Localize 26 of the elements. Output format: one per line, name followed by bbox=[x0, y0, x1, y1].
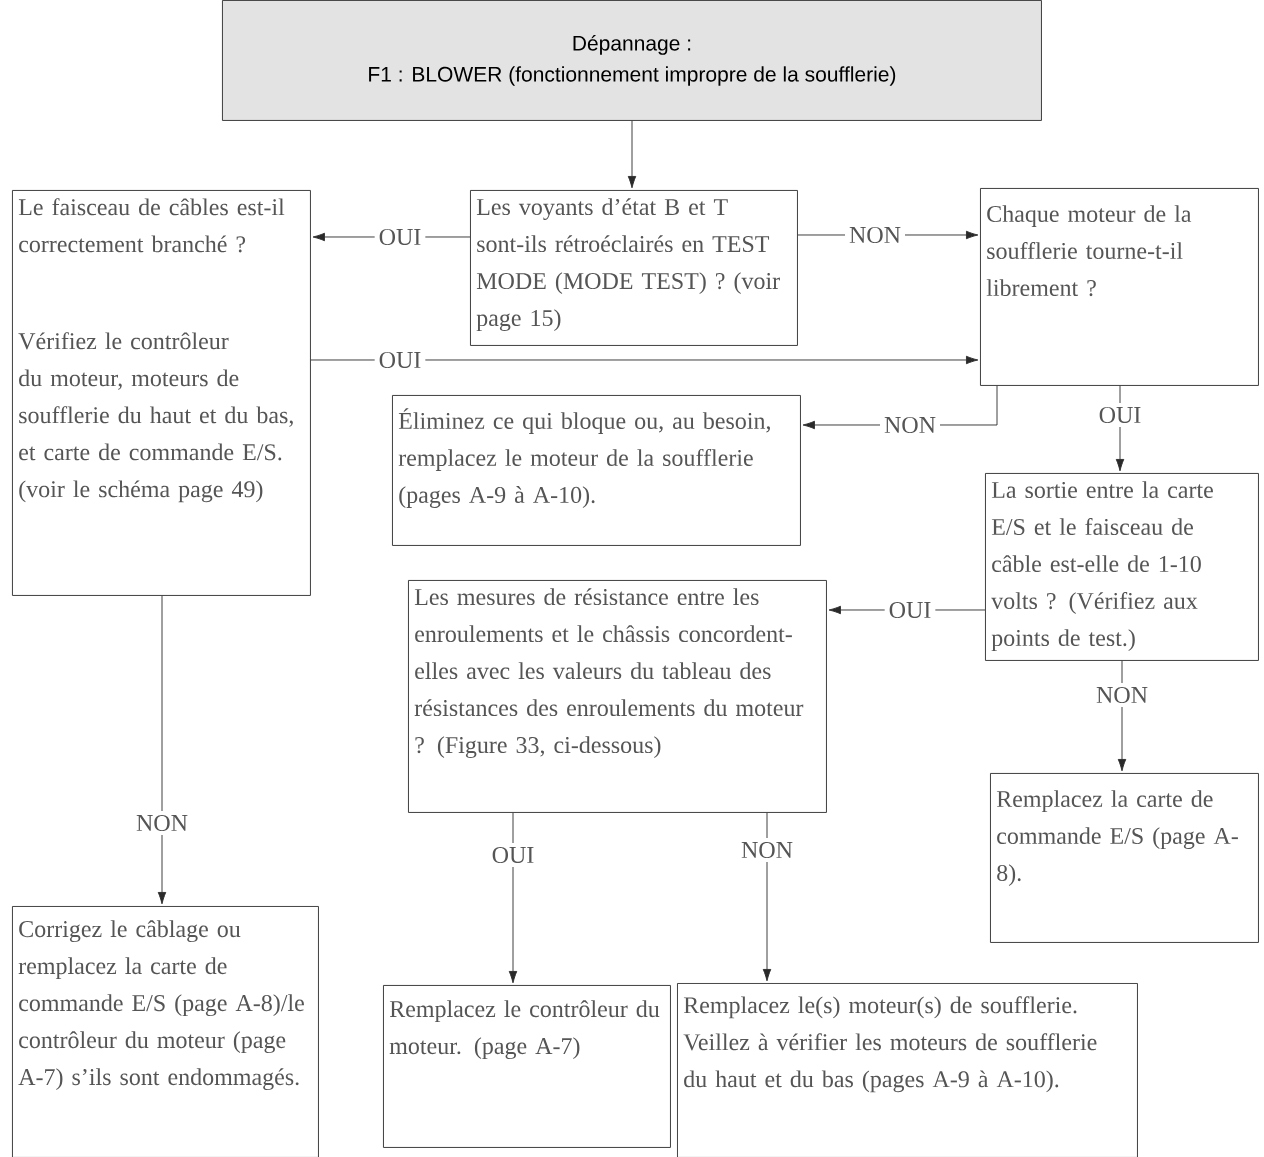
process-box: Le faisceau de câbles est-il correctement branché ? Vérifiez le contrôleur du moteur, moteurs de soufflerie du haut et du bas, et carte de commande E/S. (voir le schéma page 49) bbox=[12, 190, 311, 596]
edge-label: OUI bbox=[1094, 402, 1146, 428]
title-box: Dépannage : F1 : BLOWER (fonctionnement impropre de la soufflerie) bbox=[222, 0, 1042, 121]
edge-label: NON bbox=[737, 837, 797, 863]
process-box: Remplacez le contrôleur du moteur. (page A-7) bbox=[383, 985, 671, 1148]
process-box: Les mesures de résistance entre les enroulements et le châssis concordent-elles avec les valeurs du tableau des résistances des enroulements du moteur ? (Figure 33, ci-dessous) bbox=[408, 580, 827, 813]
process-box: La sortie entre la carte E/S et le faisceau de câble est-elle de 1-10 volts ? (Vérifiez aux points de test.) bbox=[985, 473, 1259, 661]
process-box: Chaque moteur de la soufflerie tourne-t-il librement ? bbox=[980, 188, 1259, 386]
process-box: Remplacez le(s) moteur(s) de soufflerie. Veillez à vérifier les moteurs de soufflerie du haut et du bas (pages A-9 à A-10). bbox=[677, 983, 1138, 1157]
edge-label: NON bbox=[880, 412, 940, 438]
process-box: Corrigez le câblage ou remplacez la carte de commande E/S (page A-8)/le contrôleur du moteur (page A-7) s’ils sont endommagés. bbox=[12, 906, 319, 1157]
process-box: Les voyants d’état B et T sont-ils rétroéclairés en TEST MODE (MODE TEST) ? (voir page 15) bbox=[470, 190, 798, 346]
edge-label: NON bbox=[1092, 682, 1152, 708]
arrow bbox=[762, 812, 772, 982]
edge-label: OUI bbox=[374, 347, 426, 373]
edge-label: OUI bbox=[487, 842, 539, 868]
process-box: Éliminez ce qui bloque ou, au besoin, remplacez le moteur de la soufflerie (pages A-9 à A-10). bbox=[392, 395, 801, 546]
edge-label: OUI bbox=[374, 224, 426, 250]
arrow bbox=[627, 120, 637, 189]
edge-label: NON bbox=[845, 222, 905, 248]
arrow bbox=[310, 355, 979, 365]
arrow bbox=[508, 812, 518, 984]
edge-label: NON bbox=[132, 810, 192, 836]
edge-label: OUI bbox=[884, 597, 936, 623]
process-box: Remplacez la carte de commande E/S (page A-8). bbox=[990, 773, 1259, 943]
arrow bbox=[157, 595, 167, 905]
